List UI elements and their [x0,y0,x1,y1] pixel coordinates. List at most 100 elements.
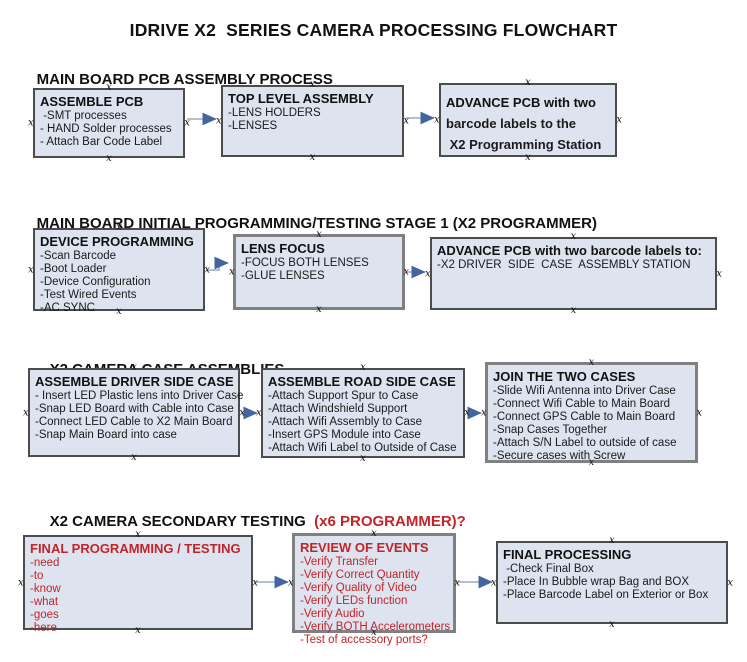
connection-handle-icon: x [239,407,245,418]
box-item-list: -FOCUS BOTH LENSES-GLUE LENSES [241,257,397,283]
flow-box-device-programming: DEVICE PROGRAMMING -Scan Barcode-Boot Lo… [28,222,210,317]
box-item: X2 Programming Station [446,137,602,152]
box-item: -Snap Main Board into case [35,429,177,441]
box-item: -Verify Quality of Video [300,582,417,594]
flow-box-assemble-driver-side-case: ASSEMBLE DRIVER SIDE CASE - Insert LED P… [23,362,245,463]
connection-handle-icon: x [464,407,470,419]
flow-box-join-the-two-cases: JOIN THE TWO CASES -Slide Wifi Antenna i… [481,357,702,468]
flow-box-review-of-events: REVIEW OF EVENTS -Verify Transfer-Verify… [288,528,460,646]
page-title: IDRIVE X2 SERIES CAMERA PROCESSING FLOWC… [129,20,618,40]
box-item: -LENSES [228,120,278,132]
box-item: - Attach Bar Code Label [40,136,163,148]
box-item: -know [30,583,61,595]
connection-handle-icon: x [403,266,409,278]
box-title: REVIEW OF EVENTS [300,540,429,555]
connection-handle-icon: x [616,114,622,126]
box-item: -Slide Wifi Antenna into Driver Case [493,385,676,397]
box-item: -Connect LED Cable to X2 Main Board [35,416,233,428]
box-item: -goes [30,609,59,621]
box-title: ASSEMBLE ROAD SIDE CASE [268,374,456,389]
box-title: ASSEMBLE DRIVER SIDE CASE [35,374,234,389]
box-item: -Attach Wifi Assembly to Case [268,416,423,428]
box-item: -Secure cases with Screw [493,450,626,462]
flow-box-final-processing: FINAL PROCESSING -Check Final Box-Place … [491,535,733,630]
connection-handle-icon: x [252,577,258,588]
connection-handle-icon: x [216,115,222,127]
box-item: -Check Final Box [503,563,594,575]
box-item-list: -Slide Wifi Antenna into Driver Case-Con… [493,385,690,463]
connection-handle-icon: x [288,577,294,589]
connection-handle-icon: x [609,535,615,546]
box-item: -FOCUS BOTH LENSES [241,257,369,269]
box-item: -AC SYNC [40,302,95,314]
section-heading-text: MAIN BOARD INITIAL PROGRAMMING/TESTING S… [36,215,597,232]
box-title: LENS FOCUS [241,241,325,256]
box-title: ADVANCE PCB with two barcode labels to: [437,243,702,258]
flow-box-assemble-pcb: ASSEMBLE PCB -SMT processes- HAND Solder… [28,82,190,164]
box-item: -Place In Bubble wrap Bag and BOX [503,576,690,588]
box-title: FINAL PROGRAMMING / TESTING [30,541,241,556]
box-item-list: -X2 DRIVER SIDE CASE ASSEMBLY STATION [437,259,710,272]
connection-handle-icon: x [696,407,702,418]
connection-handle-icon: x [609,619,615,630]
box-item: -Snap LED Board with Cable into Case [35,403,234,415]
connection-handle-icon: x [23,407,29,418]
section-heading-text: X2 CAMERA SECONDARY TESTING [49,513,315,530]
box-item: - HAND Solder processes [40,123,172,135]
box-item-list: -SMT processes- HAND Solder processes- A… [40,110,178,149]
connection-handle-icon: x [588,357,595,368]
connection-handle-icon: x [727,577,733,588]
connection-handle-icon: x [425,268,431,279]
box-item: -SMT processes [40,110,127,122]
connection-handle-icon: x [28,264,34,275]
box-item-list: -LENS HOLDERS-LENSES [228,107,397,133]
box-item-list: -Scan Barcode-Boot Loader-Device Configu… [40,250,198,315]
box-item: -Verify Audio [300,608,365,620]
box-item: -Attach S/N Label to outside of case [493,437,677,449]
flow-box-lens-focus: LENS FOCUS -FOCUS BOTH LENSES-GLUE LENSE… [229,229,409,315]
box-item: -Scan Barcode [40,250,117,262]
box-item: -Place Barcode Label on Exterior or Box [503,589,709,601]
connection-handle-icon: x [131,452,137,463]
box-item-list: -Verify Transfer-Verify Correct Quantity… [300,556,451,647]
section-heading-initial-programming: MAIN BOARD INITIAL PROGRAMMING/TESTING S… [20,198,597,249]
section-heading-secondary-testing: X2 CAMERA SECONDARY TESTING (x6 PROGRAMM… [33,496,466,547]
box-item: -Boot Loader [40,263,107,275]
connection-handle-icon: x [106,153,112,164]
box-item-list: - Insert LED Plastic lens into Driver Ca… [35,390,243,442]
connection-handle-icon: x [716,268,722,279]
connection-handle-icon: x [28,117,34,129]
connection-handle-icon: x [204,264,210,275]
flow-box-top-level-assembly: TOP LEVEL ASSEMBLY -LENS HOLDERS-LENSES … [216,79,409,163]
box-item: -Attach Wifi Label to Outside of Case [268,442,457,454]
connection-handle-icon: x [570,305,577,316]
flow-box-assemble-road-side-case: ASSEMBLE ROAD SIDE CASE -Attach Support … [256,362,470,464]
box-item: -Verify LEDs function [300,595,408,607]
box-title: TOP LEVEL ASSEMBLY [228,91,374,106]
connection-handle-icon: x [454,577,460,589]
box-item-list: -Attach Support Spur to Case-Attach Wind… [268,390,458,455]
box-title: FINAL PROCESSING [503,547,632,562]
box-title: DEVICE PROGRAMMING [40,234,194,249]
box-title: JOIN THE TWO CASES [493,369,636,384]
connection-handle-icon: x [481,407,487,418]
connection-handle-icon: x [491,577,497,588]
box-item: barcode labels to the [446,116,577,131]
connection-handle-icon: x [360,362,366,373]
connection-handle-icon: x [403,115,409,127]
connection-handle-icon: x [256,407,262,419]
box-item: -Test of accessory ports? [300,634,428,646]
connection-handle-icon: x [309,152,316,163]
flow-box-advance-pcb-programming-station: ADVANCE PCB with two barcode labels to t… [434,77,622,163]
box-item: -Attach Support Spur to Case [268,390,419,402]
connection-handle-icon: x [184,117,190,129]
connection-handle-icon: x [525,77,531,88]
box-item: -Verify BOTH Accelerometers [300,621,451,633]
section-heading-red-text: (x6 PROGRAMMER)? [314,513,466,530]
box-item: -here [30,622,57,634]
flow-box-final-programming-testing: FINAL PROGRAMMING / TESTING -need-to-kno… [18,529,258,636]
connection-handle-icon: x [229,266,235,278]
box-item: -what [30,596,59,608]
box-item: -Test Wired Events [40,289,137,301]
